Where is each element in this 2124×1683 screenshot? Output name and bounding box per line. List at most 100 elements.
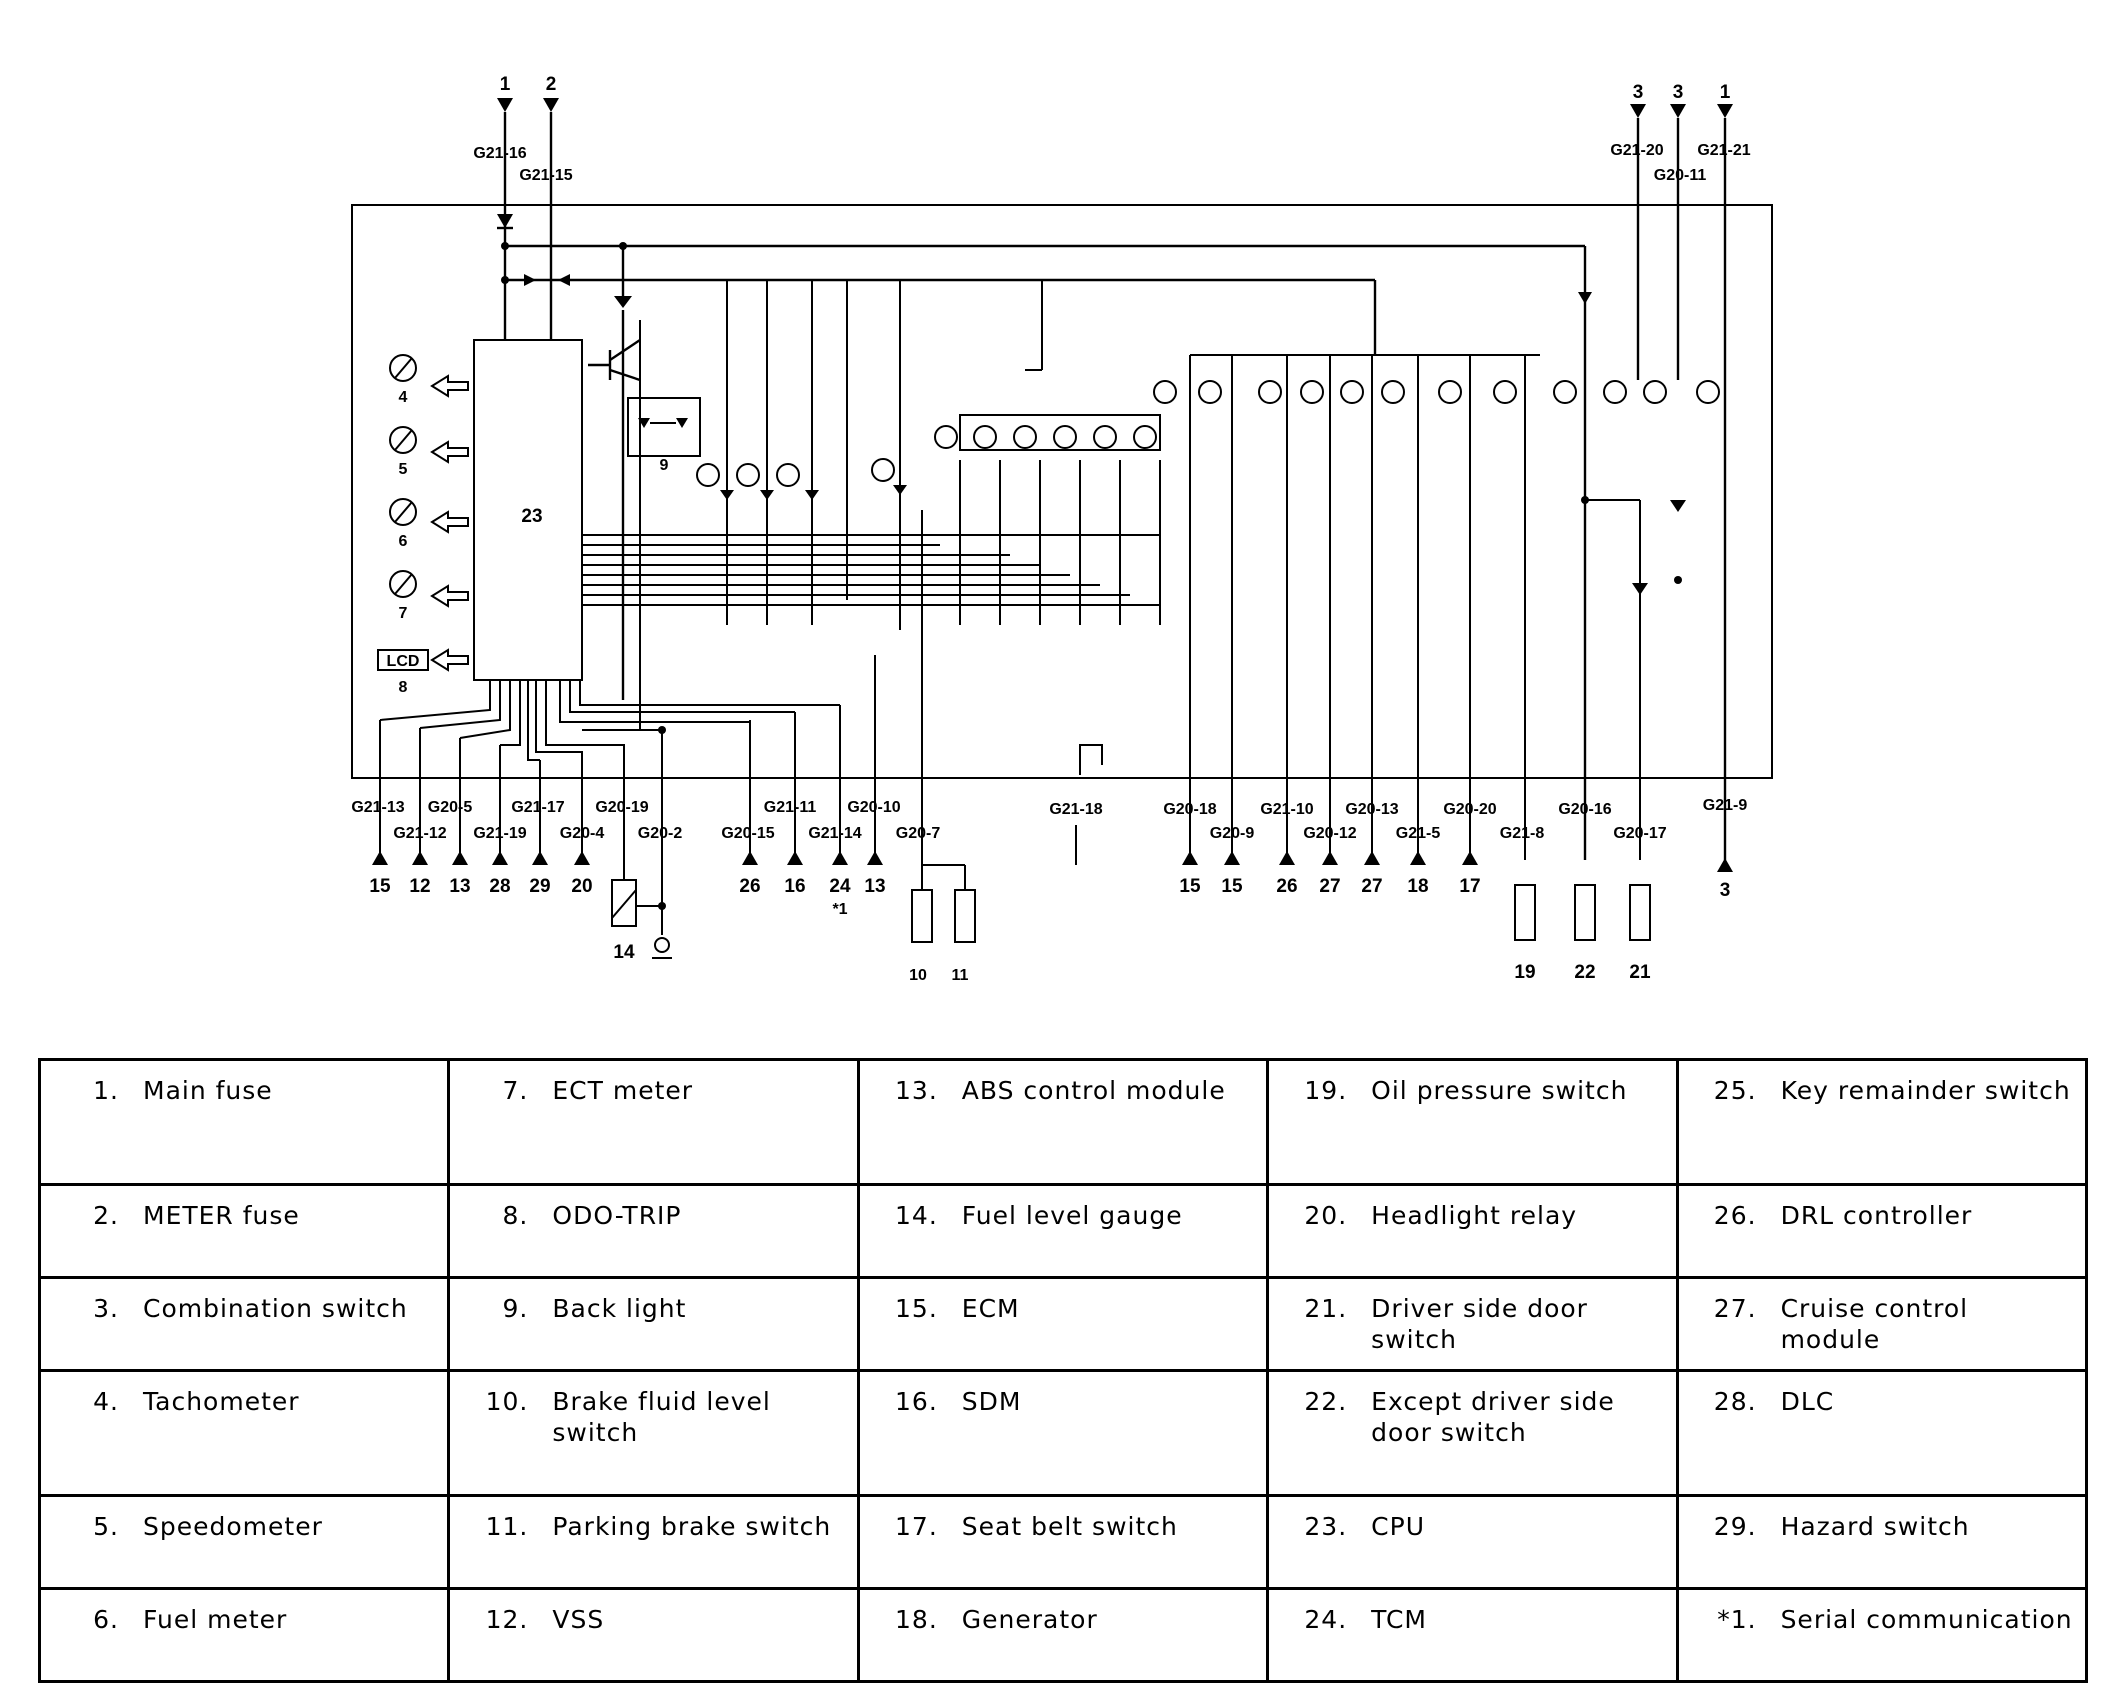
svg-text:G20-5: G20-5	[428, 799, 473, 816]
svg-text:G20-15: G20-15	[721, 825, 774, 842]
legend-number: 2.	[93, 1201, 119, 1230]
bottom-connector-g20-7: G20-7 10 11	[896, 510, 976, 984]
svg-text:G21-13: G21-13	[351, 799, 404, 816]
bottom-connector-g21-11: G21-11 16	[764, 712, 817, 897]
legend-entry: 10. Brake fluid level switch	[462, 1386, 846, 1448]
legend-number: 1.	[93, 1076, 119, 1105]
legend-entry: 6.Fuel meter	[53, 1604, 437, 1635]
legend-text: Combination switch	[143, 1294, 408, 1323]
svg-text:15: 15	[1179, 876, 1201, 897]
legend-text: Brake fluid level switch	[552, 1387, 771, 1447]
svg-text:G21-19: G21-19	[473, 825, 526, 842]
bottom-connector-g20-17: G20-17 21	[1613, 825, 1666, 983]
legend-number: 22.	[1304, 1387, 1348, 1416]
legend-text: Serial communication	[1780, 1605, 2073, 1634]
legend-cell: 10. Brake fluid level switch	[447, 1369, 860, 1497]
svg-text:10: 10	[909, 967, 927, 984]
svg-text:3: 3	[1633, 82, 1644, 103]
bottom-connector-g20-9: G20-9 15	[1210, 825, 1255, 897]
legend-entry: 1.Main fuse	[53, 1075, 437, 1106]
svg-text:14: 14	[613, 942, 635, 963]
bottom-connector-g21-13: G21-13 15	[351, 720, 405, 897]
legend-entry: 12. VSS	[462, 1604, 846, 1635]
legend-number: 23.	[1304, 1512, 1348, 1541]
bottom-connector-g21-8: G21-8 19	[1500, 825, 1545, 983]
svg-text:20: 20	[571, 876, 592, 897]
legend-text: TCM	[1371, 1605, 1428, 1634]
legend-text: VSS	[552, 1605, 605, 1634]
svg-text:G21-11: G21-11	[764, 799, 817, 816]
legend-cell: 29.Hazard switch	[1675, 1494, 2089, 1590]
svg-text:G20-2: G20-2	[638, 825, 683, 842]
legend-text: Cruise control module	[1780, 1294, 1969, 1354]
legend-cell: 24.TCM	[1266, 1587, 1679, 1683]
meter-frame	[351, 204, 1773, 779]
svg-text:G20-13: G20-13	[1345, 801, 1398, 818]
legend-text: Generator	[961, 1605, 1098, 1634]
legend-entry: 19.Oil pressure switch	[1281, 1075, 1665, 1106]
legend-entry: 16.SDM	[872, 1386, 1256, 1417]
indicator-lamps-gear	[934, 280, 1161, 625]
legend-entry: 20.Headlight relay	[1281, 1200, 1665, 1231]
svg-text:27: 27	[1361, 876, 1382, 897]
legend-text: Fuel level gauge	[961, 1201, 1183, 1230]
svg-text:G21-18: G21-18	[1049, 801, 1102, 818]
legend-text: ODO-TRIP	[552, 1201, 682, 1230]
svg-text:26: 26	[1276, 876, 1297, 897]
svg-text:23: 23	[521, 506, 542, 527]
legend-text: Tachometer	[143, 1387, 300, 1416]
svg-text:G20-16: G20-16	[1558, 801, 1611, 818]
svg-text:15: 15	[1221, 876, 1243, 897]
svg-text:27: 27	[1319, 876, 1340, 897]
legend-entry: 13.ABS control module	[872, 1075, 1256, 1106]
legend-entry: 22. Except driver side door switch	[1281, 1386, 1665, 1448]
legend-number: 9.	[502, 1294, 529, 1323]
wiring-diagram: 1 G21-16 2 G21-15 3 G21-20 3 G20-11 1 G2…	[351, 74, 1773, 984]
svg-text:G21-8: G21-8	[1500, 825, 1545, 842]
svg-text:G20-4: G20-4	[560, 825, 605, 842]
legend-text: Except driver side door switch	[1371, 1387, 1615, 1447]
legend-entry: 15.ECM	[872, 1293, 1256, 1324]
bottom-connector-g21-18: G21-18	[1049, 744, 1103, 865]
bottom-connector-g20-10: G20-10 13	[847, 655, 901, 897]
svg-text:G21-15: G21-15	[519, 167, 572, 184]
tachometer-gauge: 4	[389, 354, 469, 406]
legend-text: DRL controller	[1780, 1201, 1973, 1230]
legend-number: *1.	[1717, 1605, 1757, 1634]
legend-cell: 17.Seat belt switch	[856, 1494, 1270, 1590]
legend-entry: 21. Driver side door switch	[1281, 1293, 1665, 1355]
svg-text:15: 15	[369, 876, 391, 897]
legend-cell: 14.Fuel level gauge	[856, 1183, 1270, 1279]
legend-cell: 8.ODO-TRIP	[447, 1183, 860, 1279]
legend-cell: 11.Parking brake switch	[447, 1494, 860, 1590]
legend-entry: 11.Parking brake switch	[462, 1511, 846, 1542]
legend-cell: 12. VSS	[447, 1587, 860, 1683]
bottom-connectors: G21-13 15 G21-12 12 G20-5 13 G21-19 28 G…	[351, 510, 1747, 984]
legend-text: Driver side door switch	[1371, 1294, 1588, 1354]
bottom-connector-g20-16: G20-16 22	[1558, 801, 1611, 983]
legend-cell: 20.Headlight relay	[1266, 1183, 1679, 1279]
top-connector-1: 1 G21-16	[473, 74, 527, 340]
legend-entry: 26.DRL controller	[1691, 1200, 2075, 1231]
bottom-connector-g20-15: G20-15 26	[721, 720, 775, 897]
legend-number: 12.	[485, 1605, 529, 1634]
svg-text:13: 13	[449, 876, 470, 897]
svg-text:G20-18: G20-18	[1163, 801, 1216, 818]
legend-number: 3.	[93, 1294, 119, 1323]
legend-text: Key remainder switch	[1780, 1076, 2071, 1105]
legend-cell: 19.Oil pressure switch	[1266, 1058, 1679, 1186]
bottom-connector-g21-19: G21-19 28	[473, 745, 527, 897]
legend-number: 15.	[895, 1294, 938, 1323]
svg-text:11: 11	[952, 967, 969, 984]
indicator-lamps-right	[1153, 354, 1720, 860]
legend-number: 28.	[1713, 1387, 1757, 1416]
legend-cell: 4.Tachometer	[37, 1369, 451, 1497]
legend-number: 10.	[485, 1387, 529, 1416]
legend-number: 21.	[1304, 1294, 1348, 1323]
top-connector-2: 2 G21-15	[519, 74, 573, 340]
top-connector-1b: 1 G21-21	[1697, 82, 1751, 860]
svg-text:G20-7: G20-7	[896, 825, 941, 842]
cpu-block: 23	[473, 339, 1160, 681]
bottom-connector-g20-5: G20-5 13	[428, 738, 473, 897]
